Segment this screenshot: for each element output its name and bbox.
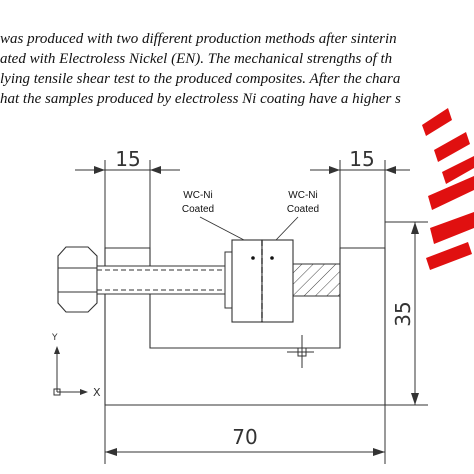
specimen-left: [231, 239, 263, 323]
axis-y-label: Y: [51, 333, 58, 343]
abstract-line-1: was produced with two different producti…: [0, 31, 397, 47]
marker-dot-2: [270, 256, 274, 260]
marker-dot-1: [251, 256, 255, 260]
hatched-pin: [292, 263, 341, 297]
dim-total-arrow-1: [105, 448, 117, 456]
callout-right-leader: [275, 216, 299, 241]
callout-right-line1: WC-Ni: [288, 190, 317, 201]
dim-left-arrow-1: [94, 166, 105, 174]
bolt-head: [57, 246, 98, 313]
abstract-line-2: ated with Electroless Nickel (EN). The m…: [0, 51, 393, 67]
crosshair-box: [297, 347, 307, 357]
callout-left-line1: WC-Ni: [183, 190, 212, 201]
callout-right-line2: Coated: [287, 204, 319, 215]
dim-left-arrow-2: [150, 166, 161, 174]
callout-left-leader: [199, 216, 245, 241]
dim-height-arrow-2: [411, 393, 419, 405]
abstract-line-3: lying tensile shear test to the produced…: [0, 71, 401, 87]
watermark-logo: [422, 108, 474, 270]
axis-x-arrow: [80, 389, 88, 395]
axis-x-label: X: [93, 386, 101, 399]
dim-right-arrow-2: [385, 166, 396, 174]
dim-right-label: 15: [349, 147, 374, 171]
dim-right-arrow-1: [329, 166, 340, 174]
axis-y-arrow: [54, 346, 60, 354]
callout-left-line2: Coated: [182, 204, 214, 215]
dim-height-arrow-1: [411, 222, 419, 234]
specimen-right: [261, 239, 294, 323]
dim-height-label: 35: [391, 301, 415, 326]
abstract-line-4: hat the samples produced by electroless …: [0, 91, 401, 107]
axis-origin-box: [53, 388, 61, 396]
bolt-shank: [96, 265, 231, 295]
dim-total-label: 70: [232, 425, 257, 449]
dim-total-arrow-2: [373, 448, 385, 456]
dim-left-label: 15: [115, 147, 140, 171]
